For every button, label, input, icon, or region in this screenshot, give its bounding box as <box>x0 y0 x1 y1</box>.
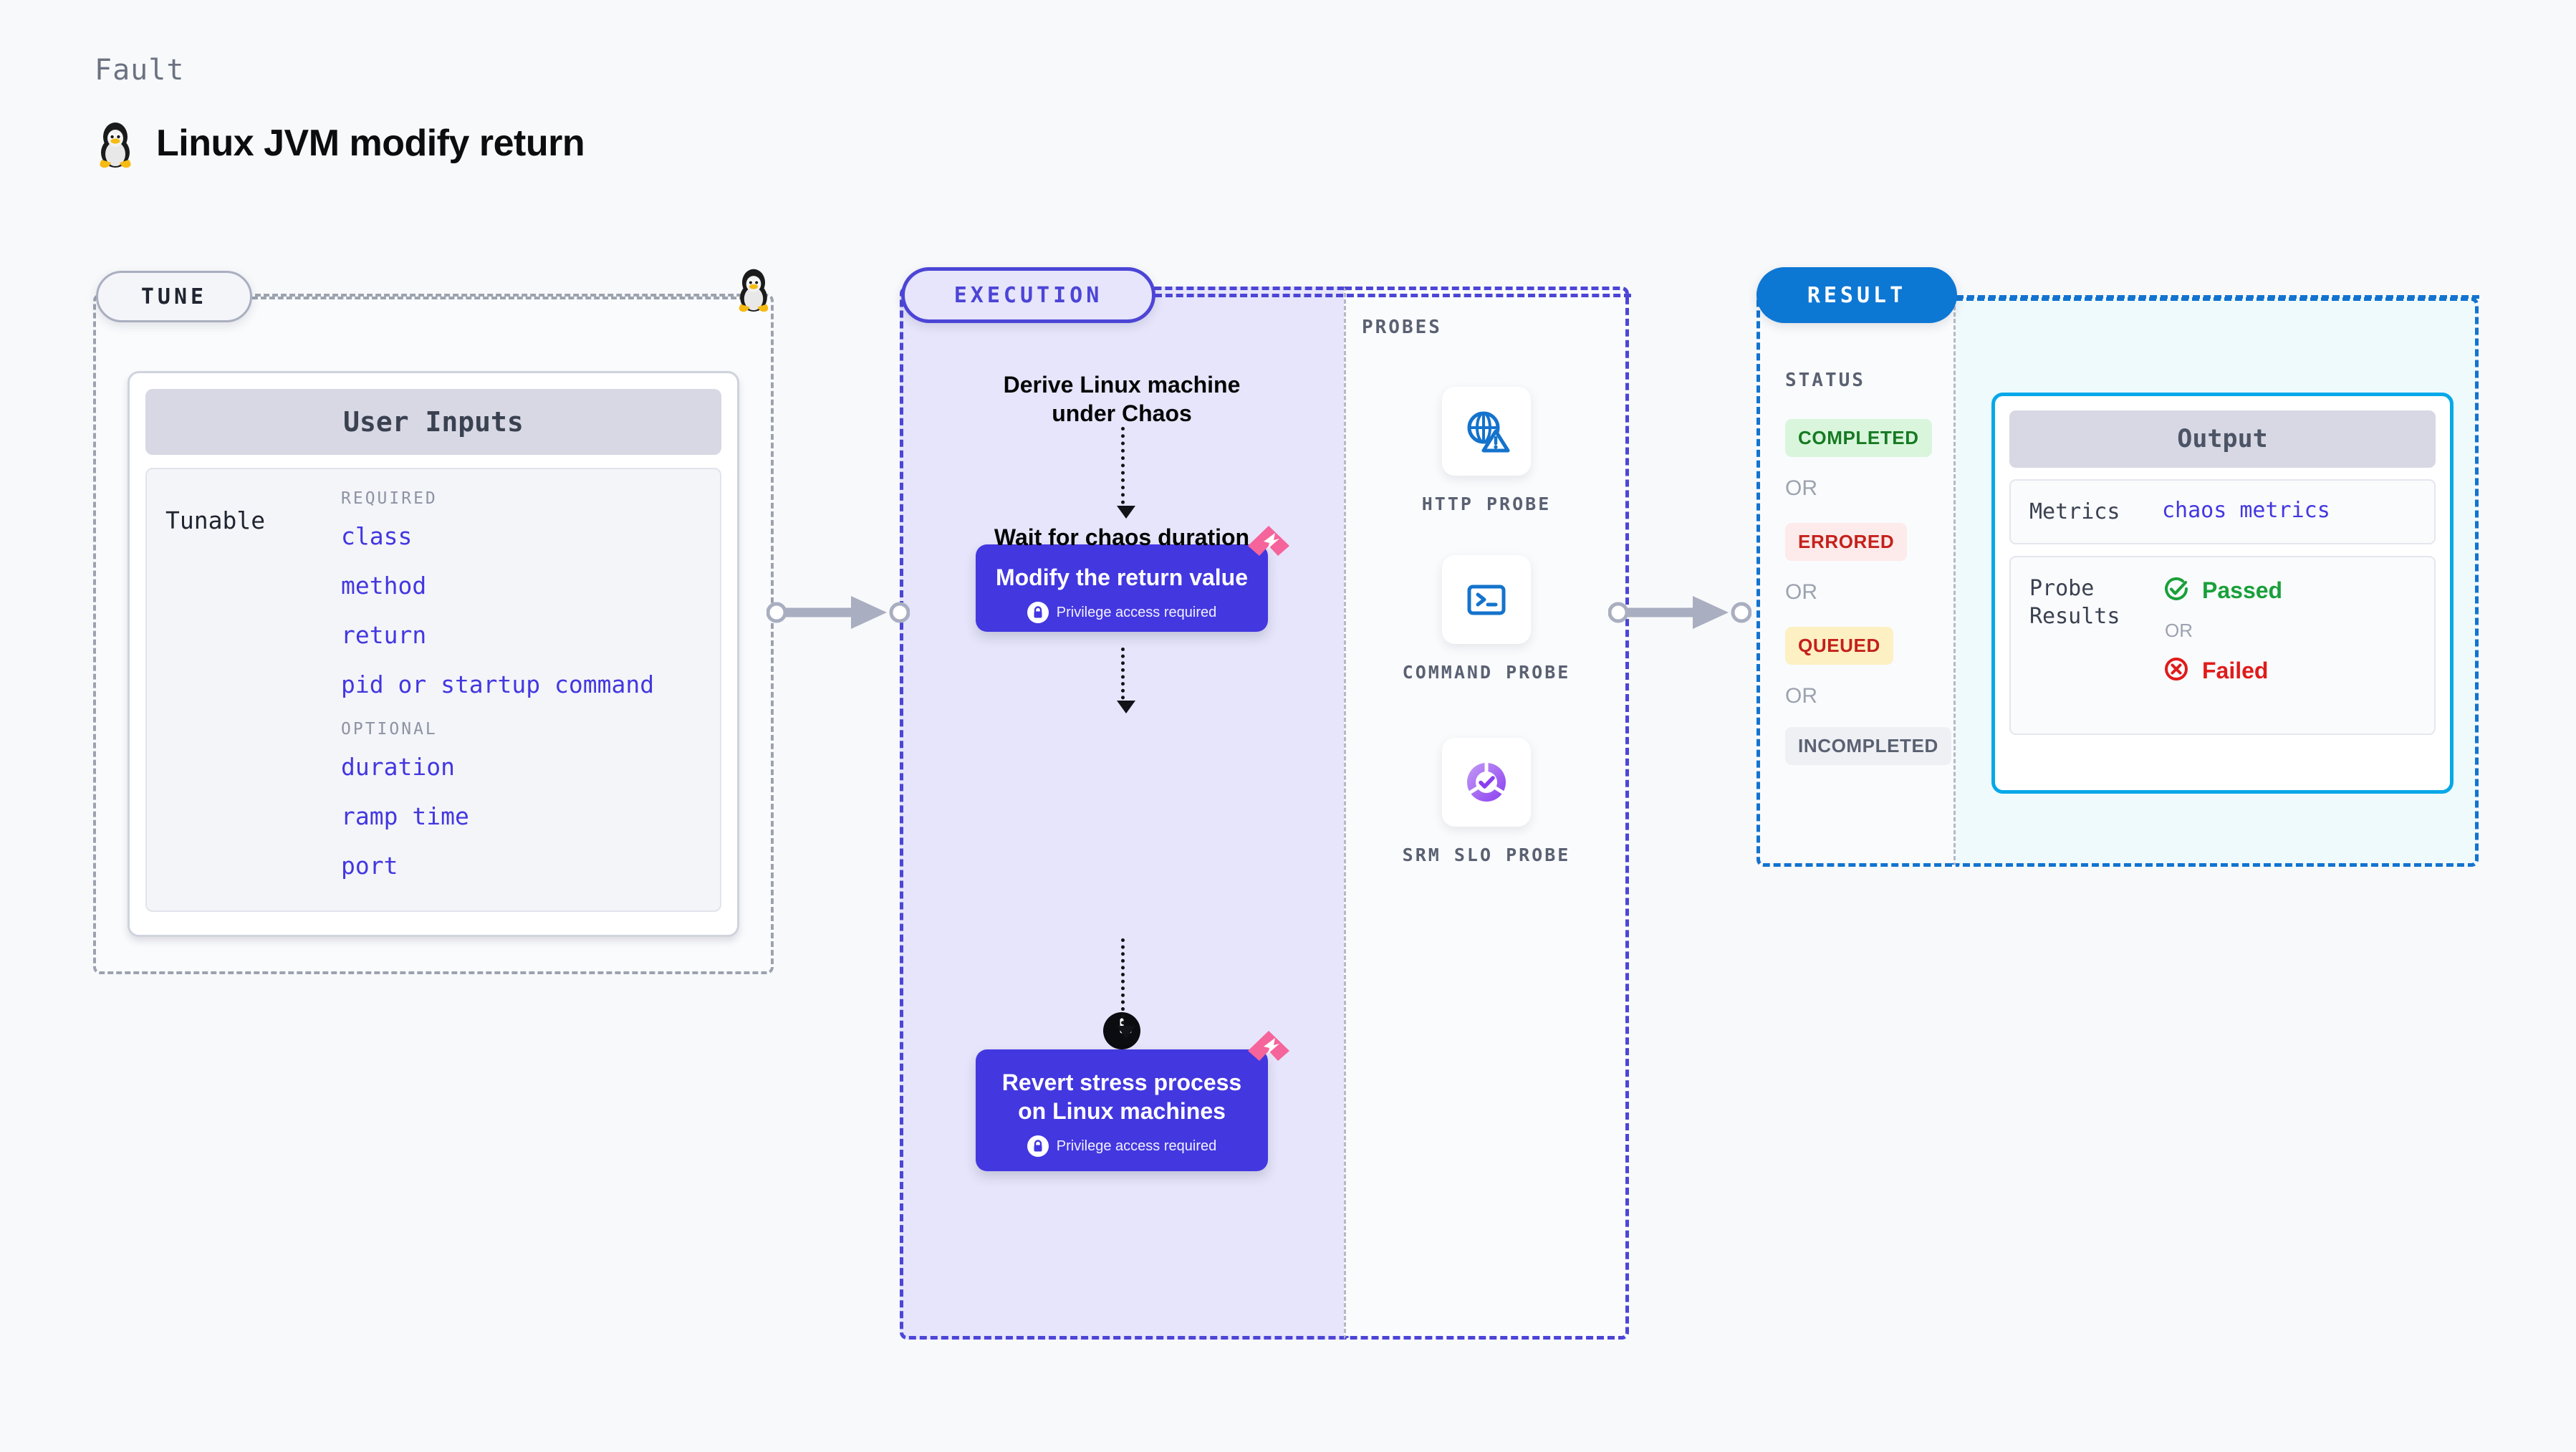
result-leader-line <box>1956 295 2479 299</box>
status-region <box>1756 287 1956 867</box>
tunable-item[interactable]: class <box>341 522 413 550</box>
status-badge-errored: ERRORED <box>1785 523 1908 561</box>
linux-tux-marker-icon <box>734 265 774 316</box>
tunable-item[interactable]: return <box>341 621 427 649</box>
metrics-value[interactable]: chaos metrics <box>2162 498 2330 523</box>
status-or-label: OR <box>1785 476 1817 500</box>
flow-step-wait: Wait for chaos duration <box>994 524 1250 550</box>
privilege-note-text: Privilege access required <box>1056 604 1217 620</box>
connector-probes-to-result <box>1607 587 1752 641</box>
status-badge-queued: QUEUED <box>1785 627 1893 665</box>
status-badge-incompleted: INCOMPLETED <box>1785 727 1951 765</box>
fault-kicker: Fault <box>95 54 185 87</box>
output-metrics-row: Metrics chaos metrics <box>2009 479 2436 544</box>
execution-leader-line <box>1155 294 1631 297</box>
tunable-item[interactable]: duration <box>341 753 455 781</box>
page-title: Linux JVM modify return <box>156 122 585 164</box>
tune-leader-line <box>252 297 754 299</box>
probe-command[interactable]: COMMAND PROBE <box>1379 555 1594 686</box>
probe-result-passed: Passed <box>2162 574 2282 607</box>
output-probe-results-row: Probe Results Passed OR <box>2009 556 2436 735</box>
tunable-item[interactable]: ramp time <box>341 802 469 830</box>
check-circle-icon <box>2162 574 2191 607</box>
stage-badge-execution[interactable]: EXECUTION <box>901 267 1155 323</box>
user-inputs-body: Tunable REQUIRED class method return pid… <box>145 468 721 912</box>
tunable-item[interactable]: method <box>341 572 427 600</box>
status-badge-completed: COMPLETED <box>1785 419 1932 457</box>
execution-flow: Derive Linux machine under Chaos Modify … <box>900 287 1344 1340</box>
tunable-list: REQUIRED class method return pid or star… <box>341 489 701 890</box>
globe-warning-icon <box>1442 387 1531 476</box>
flow-step-title: Revert stress process on Linux machines <box>1001 1069 1242 1124</box>
stage-badge-tune[interactable]: TUNE <box>96 271 252 322</box>
metrics-key: Metrics <box>2029 499 2120 524</box>
privilege-note-text: Privilege access required <box>1056 1138 1217 1154</box>
flow-step-derive: Derive Linux machine under Chaos <box>1003 372 1241 426</box>
probe-result-or-label: OR <box>2165 620 2193 641</box>
flow-arrow <box>1117 427 1135 519</box>
flow-step-title: Modify the return value <box>995 564 1249 590</box>
probe-results-values: Passed OR Failed <box>2162 574 2282 716</box>
tunable-label: Tunable <box>165 506 266 534</box>
probe-result-failed-label: Failed <box>2202 658 2269 683</box>
probe-results-key: Probe Results <box>2029 576 2120 629</box>
flow-arrow <box>1117 938 1135 1039</box>
optional-group-title: OPTIONAL <box>341 720 438 739</box>
output-card: Output Metrics chaos metrics Probe Resul… <box>1991 393 2454 794</box>
chaos-badge-icon <box>1246 524 1291 568</box>
x-circle-icon <box>2162 655 2191 687</box>
tunable-item[interactable]: pid or startup command <box>341 670 655 698</box>
probe-result-passed-label: Passed <box>2202 577 2283 603</box>
user-inputs-card: User Inputs Tunable REQUIRED class metho… <box>128 371 739 937</box>
probes-title: PROBES <box>1362 317 1442 338</box>
privilege-note: Privilege access required <box>990 602 1254 623</box>
probe-http[interactable]: HTTP PROBE <box>1379 387 1594 517</box>
stage-badge-result[interactable]: RESULT <box>1756 267 1957 323</box>
flow-arrow <box>1117 648 1135 713</box>
required-group-title: REQUIRED <box>341 489 438 508</box>
privilege-note: Privilege access required <box>990 1135 1254 1157</box>
tunable-item[interactable]: port <box>341 852 398 880</box>
linux-tux-icon <box>95 118 136 168</box>
connector-tune-to-execution <box>766 587 910 641</box>
probe-label: HTTP PROBE <box>1421 494 1552 514</box>
status-or-label: OR <box>1785 580 1817 604</box>
lock-icon <box>1027 1135 1049 1157</box>
probe-label: SRM SLO PROBE <box>1402 845 1571 865</box>
probe-label: COMMAND PROBE <box>1402 662 1571 683</box>
output-title: Output <box>2009 410 2436 468</box>
probe-srm-slo[interactable]: SRM SLO PROBE <box>1379 738 1594 868</box>
lock-icon <box>1027 602 1049 623</box>
flow-step-revert-stress[interactable]: Revert stress process on Linux machines … <box>976 1031 1289 1171</box>
status-title: STATUS <box>1785 370 1865 391</box>
flow-step-modify-return[interactable]: Modify the return value Privilege access… <box>976 526 1289 632</box>
slo-donut-check-icon <box>1442 738 1531 827</box>
user-inputs-title: User Inputs <box>145 389 721 455</box>
terminal-icon <box>1442 555 1531 644</box>
probe-result-failed: Failed <box>2162 655 2282 687</box>
chaos-badge-icon <box>1246 1029 1291 1073</box>
page-title-row: Linux JVM modify return <box>95 118 585 168</box>
status-or-label: OR <box>1785 684 1817 708</box>
